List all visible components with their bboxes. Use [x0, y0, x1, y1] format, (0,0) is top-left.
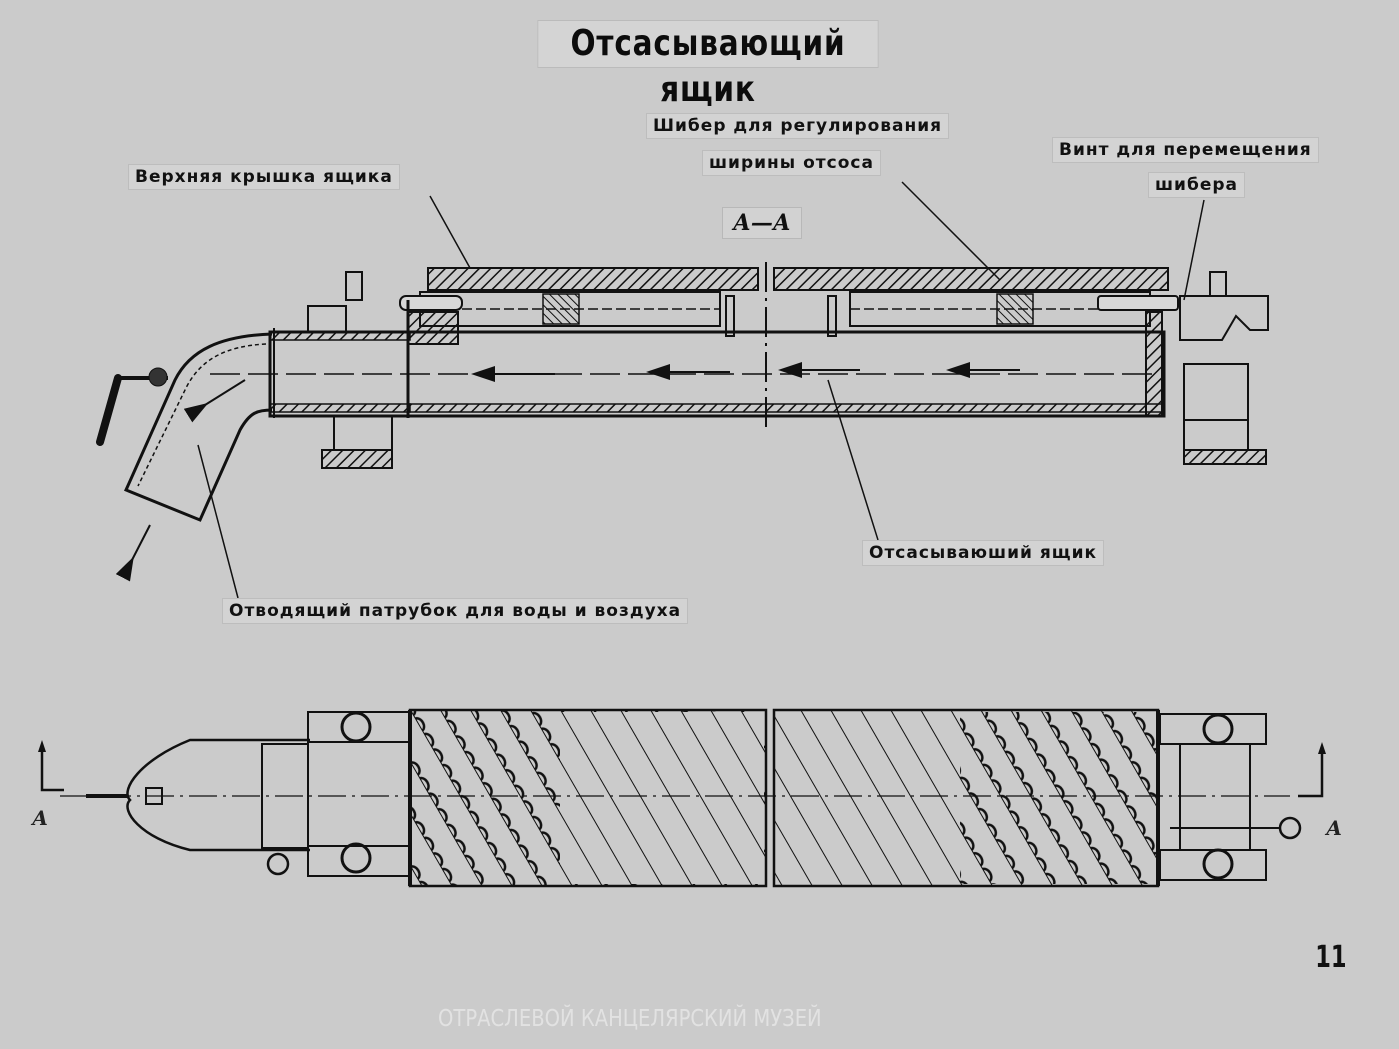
handle: [96, 374, 122, 446]
leader-screw: [1183, 199, 1205, 301]
label-gate-line1: Шибер для регулирования: [646, 113, 950, 139]
section-view: [96, 181, 1269, 599]
section-mark-right: А: [1326, 816, 1343, 840]
section-indicator-right: [1298, 752, 1324, 798]
section-label: А—А: [722, 207, 802, 239]
leader-top-lid: [429, 195, 471, 269]
label-screw-line1: Винт для перемещения: [1052, 137, 1319, 163]
outlet-pipe: [123, 332, 273, 522]
label-screw-line2: шибера: [1148, 172, 1246, 198]
top-lid-right: [773, 267, 1169, 291]
section-mark-left: А: [32, 806, 49, 830]
leader-outlet: [197, 444, 239, 599]
leader-suction-box: [827, 379, 879, 541]
page-title: Отсасывающий ящик: [537, 20, 879, 110]
plan-view: [38, 708, 1326, 888]
label-gate-line2: ширины отсоса: [702, 150, 881, 176]
label-outlet: Отводящий патрубок для воды и воздуха: [222, 598, 689, 624]
watermark: ОТРАСЛЕВОЙ КАНЦЕЛЯРСКИЙ МУЗЕЙ: [438, 1006, 822, 1032]
label-top-lid: Верхняя крышка ящика: [128, 164, 400, 190]
top-lid-left: [427, 267, 759, 291]
section-indicator-left: [40, 752, 64, 792]
leader-gate: [901, 181, 1001, 281]
label-suction-box: Отсасываюший ящик: [862, 540, 1105, 566]
page-number: 11: [1315, 940, 1347, 975]
discharge-arrow: [115, 524, 151, 582]
